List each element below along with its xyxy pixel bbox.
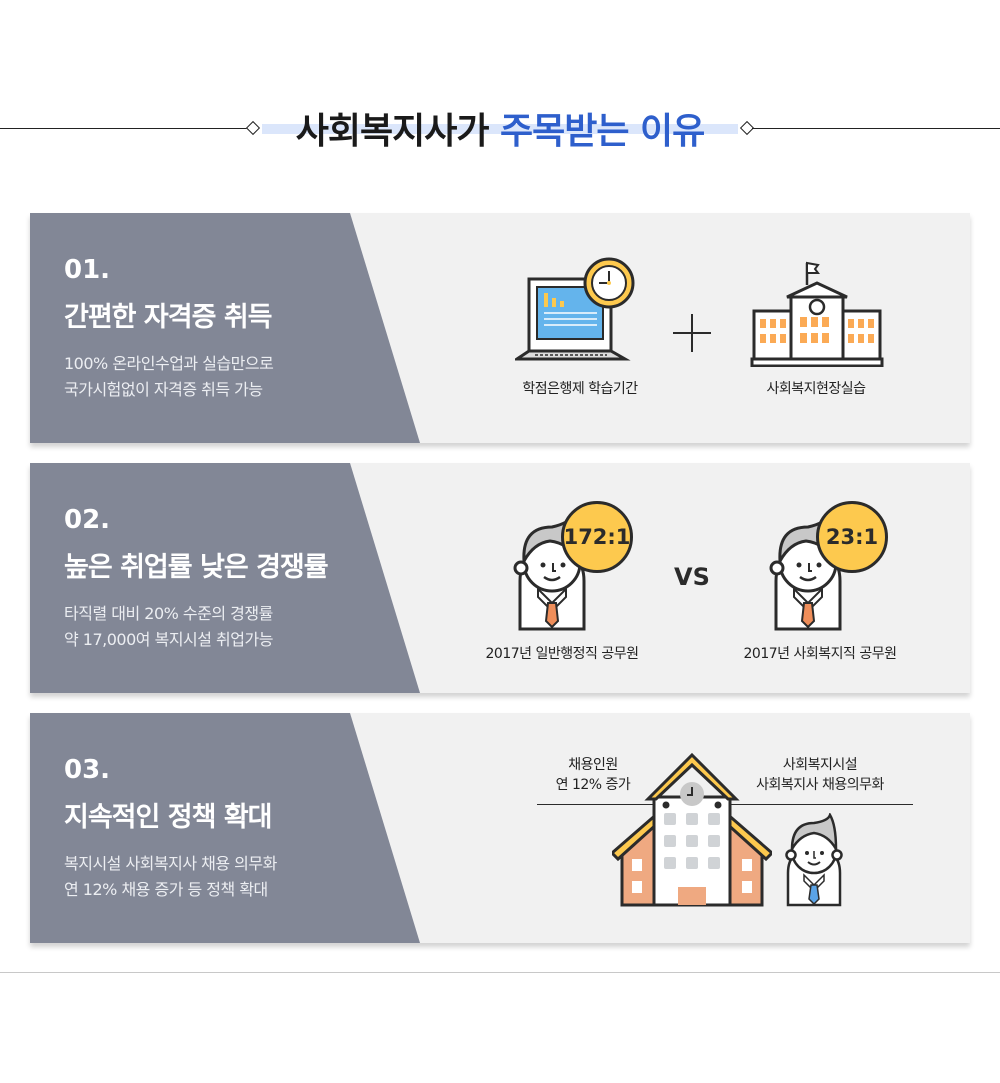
card-description: 100% 온라인수업과 실습만으로 국가시험없이 자격증 취득 가능	[64, 354, 274, 399]
reason-card-2: 02. 높은 취업률 낮은 경쟁률 타직렬 대비 20% 수준의 경쟁률 약 1…	[30, 463, 970, 693]
title-divider-left	[0, 128, 248, 129]
card-number: 03.	[64, 755, 111, 785]
card-heading: 간편한 자격증 취득	[64, 302, 273, 333]
card-label-panel	[30, 213, 420, 443]
card-heading: 지속적인 정책 확대	[64, 802, 273, 833]
section-title: 사회복지사가 주목받는 이유	[0, 100, 1000, 160]
vs-label: VS	[674, 563, 710, 591]
person-icon	[785, 813, 843, 907]
card-label-panel	[30, 713, 420, 943]
plus-icon	[673, 314, 711, 352]
card-description: 복지시설 사회복지사 채용 의무화 연 12% 채용 증가 등 정책 확대	[64, 854, 277, 899]
ratio-badge: 23:1	[816, 501, 888, 573]
card-heading: 높은 취업률 낮은 경쟁률	[64, 552, 329, 583]
laptop-clock-icon	[515, 257, 635, 361]
title-accent: 주목받는 이유	[500, 111, 705, 152]
card-number: 01.	[64, 255, 111, 285]
reason-card-1: 01. 간편한 자격증 취득 100% 온라인수업과 실습만으로 국가시험없이 …	[30, 213, 970, 443]
item-caption: 2017년 일반행정직 공무원	[485, 646, 639, 662]
school-building-icon	[750, 261, 884, 367]
ratio-badge: 172:1	[561, 501, 633, 573]
item-caption: 사회복지현장실습	[766, 381, 866, 397]
public-office-building-icon	[612, 752, 772, 907]
callout-left: 채용인원 연 12% 증가	[555, 757, 631, 793]
item-caption: 학점은행제 학습기간	[522, 381, 638, 397]
card-number: 02.	[64, 505, 111, 535]
reason-card-3: 03. 지속적인 정책 확대 복지시설 사회복지사 채용 의무화 연 12% 채…	[30, 713, 970, 943]
card-label-panel	[30, 463, 420, 693]
card-description: 타직렬 대비 20% 수준의 경쟁률 약 17,000여 복지시설 취업가능	[64, 604, 273, 649]
title-divider-right	[752, 128, 1000, 129]
callout-right: 사회복지시설 사회복지사 채용의무화	[756, 757, 884, 793]
title-highlight	[262, 124, 738, 134]
page-title: 사회복지사가 주목받는 이유	[0, 102, 1000, 154]
title-main: 사회복지사가	[295, 111, 500, 152]
item-caption: 2017년 사회복지직 공무원	[743, 646, 897, 662]
bottom-divider	[0, 972, 1000, 973]
